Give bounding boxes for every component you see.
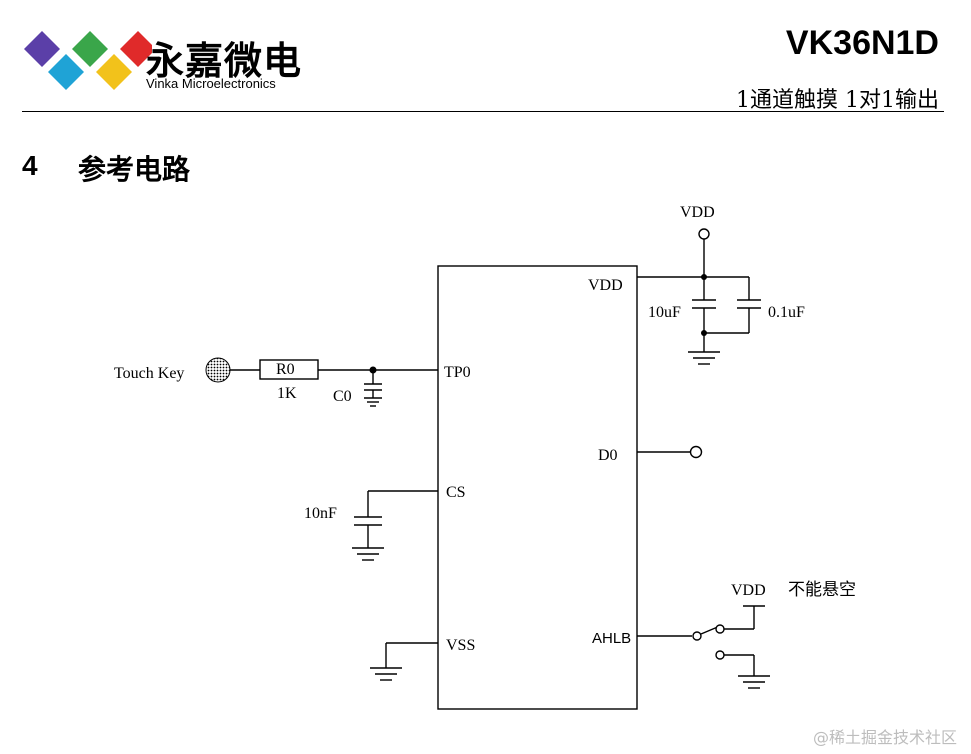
pin-vss-label: VSS xyxy=(446,637,475,654)
touch-key-label: Touch Key xyxy=(114,365,184,382)
r0-label: R0 xyxy=(276,361,295,378)
ic-body xyxy=(437,265,638,710)
touch-key-pad-icon xyxy=(205,357,231,383)
pin-cs-label: CS xyxy=(446,484,466,501)
ahlb-note-label: 不能悬空 xyxy=(788,580,856,600)
pin-tp0-label: TP0 xyxy=(444,364,471,381)
section-number: 4 xyxy=(22,150,38,181)
cap-01uf-label: 0.1uF xyxy=(768,304,805,321)
pin-ahlb-label: AHLB xyxy=(592,630,631,647)
cap-10uf-label: 10uF xyxy=(648,304,681,321)
cs-cap-label: 10nF xyxy=(304,505,337,522)
company-logo-icon xyxy=(24,31,152,90)
pin-vdd-label: VDD xyxy=(588,277,623,294)
page-subtitle: 1通道触摸 1对1输出 xyxy=(736,88,939,113)
watermark: @稀土掘金技术社区 xyxy=(812,728,957,747)
junction-dot xyxy=(369,366,377,374)
ahlb-vdd-label: VDD xyxy=(731,582,766,599)
header-divider xyxy=(22,111,944,112)
section-title: 参考电路 xyxy=(78,153,191,186)
part-number: VK36N1D xyxy=(785,24,939,62)
pin-d0-label: D0 xyxy=(598,447,618,464)
junction-dot xyxy=(701,330,707,336)
c0-label: C0 xyxy=(333,388,352,405)
junction-dot xyxy=(701,274,707,280)
vdd-supply-label: VDD xyxy=(680,204,715,221)
r0-value: 1K xyxy=(277,385,297,402)
company-name-en: Vinka Microelectronics xyxy=(146,76,276,91)
company-name-cn: 永嘉微电 xyxy=(146,39,303,83)
